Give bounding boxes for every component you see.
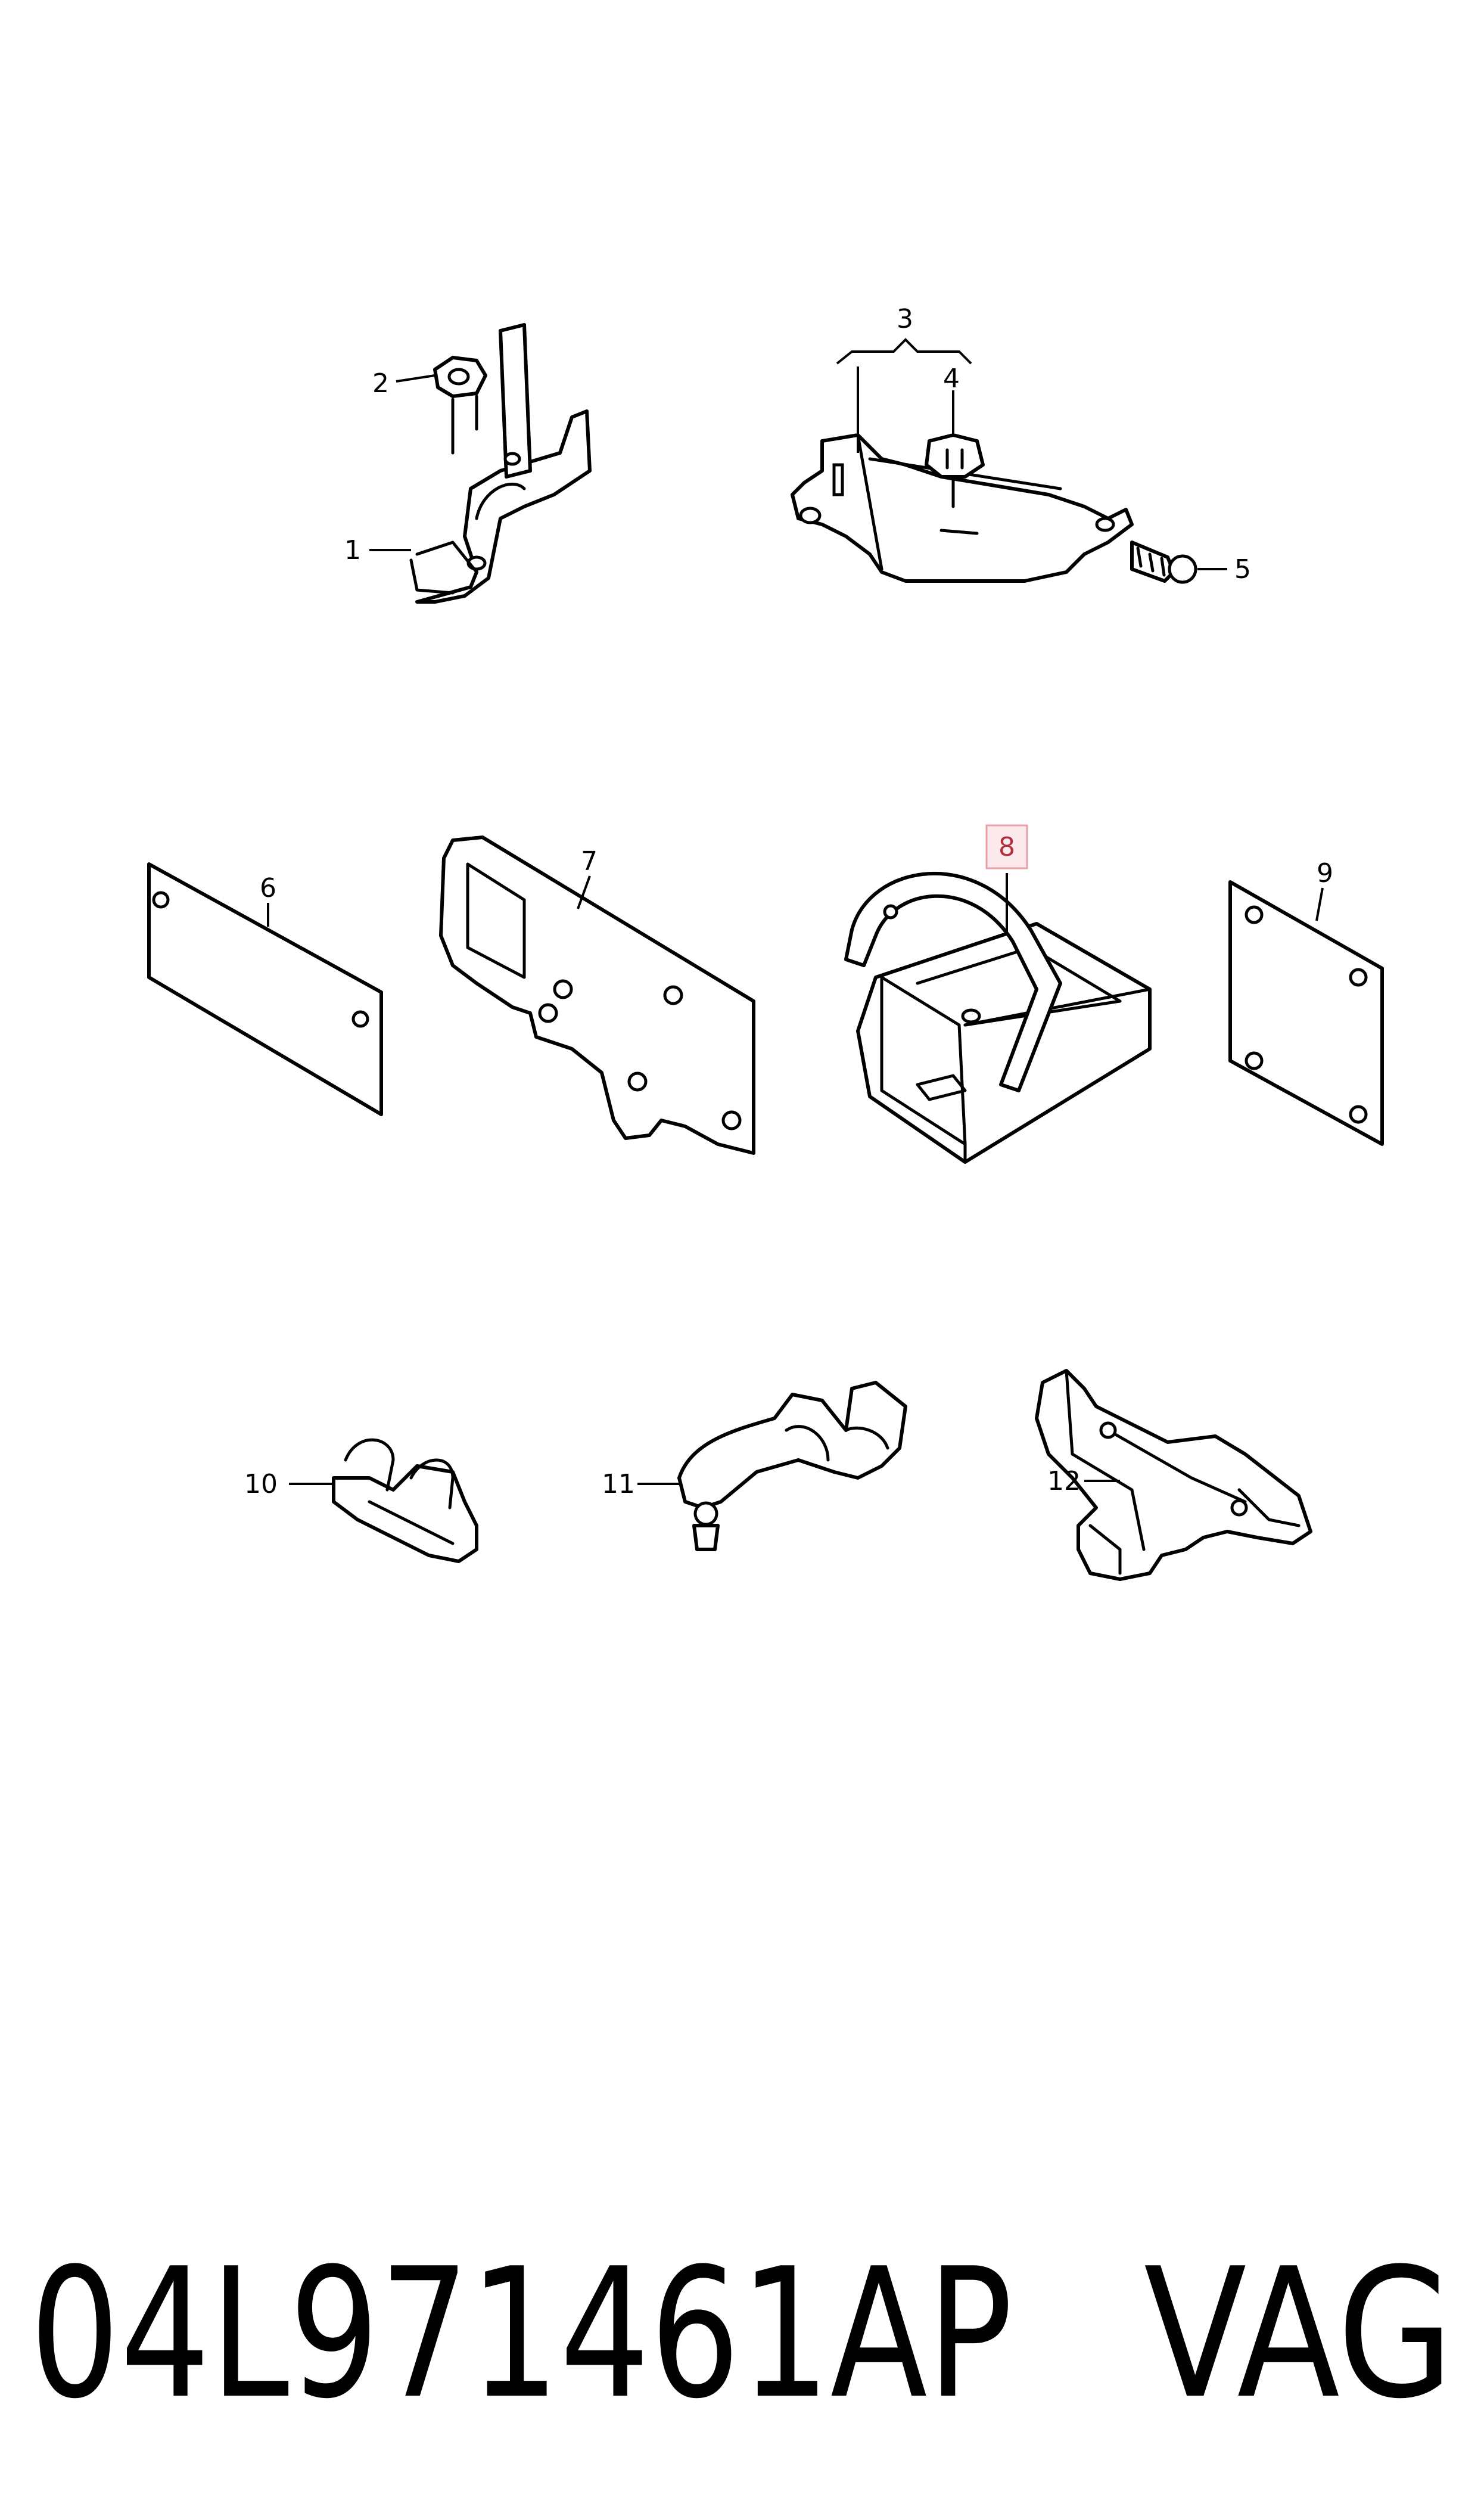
callout-10: 10	[244, 1469, 278, 1499]
part-12-holder	[1035, 1369, 1312, 1581]
callout-8-highlight	[985, 824, 1028, 869]
callout-11: 11	[602, 1469, 635, 1499]
callout-labels: 1 2 3 4 5 6 7 8 9 10 11 12	[244, 304, 1333, 1499]
callout-7: 7	[581, 846, 598, 877]
part-1-bracket	[409, 323, 592, 604]
callout-5: 5	[1234, 554, 1251, 585]
callout-8: 8	[998, 832, 1015, 862]
leader-3	[836, 338, 972, 365]
part-5-bolt	[1130, 541, 1197, 584]
part-2-nut	[433, 356, 487, 455]
part-6-plate	[147, 862, 383, 1116]
callout-1: 1	[344, 535, 361, 566]
part-number: 04L971461AP	[30, 2230, 1013, 2438]
leader-2	[396, 374, 435, 383]
brand-name: VAG	[1144, 2230, 1454, 2438]
callout-4: 4	[943, 364, 960, 394]
part-8-box	[844, 872, 1152, 1164]
callout-3: 3	[897, 304, 913, 334]
part-4-clip	[925, 433, 985, 508]
callout-9: 9	[1317, 858, 1333, 889]
part-9-plate	[1228, 880, 1384, 1146]
leader-7	[577, 875, 591, 909]
part-3-bracket	[791, 433, 1134, 583]
leader-9	[1315, 887, 1324, 921]
leader-lines	[267, 338, 1324, 1485]
callout-2: 2	[372, 368, 389, 399]
callout-12: 12	[1047, 1466, 1081, 1496]
callout-6: 6	[260, 873, 276, 903]
part-7-plate	[439, 835, 755, 1155]
part-11-clip	[677, 1381, 907, 1551]
part-10-clip	[332, 1438, 478, 1563]
